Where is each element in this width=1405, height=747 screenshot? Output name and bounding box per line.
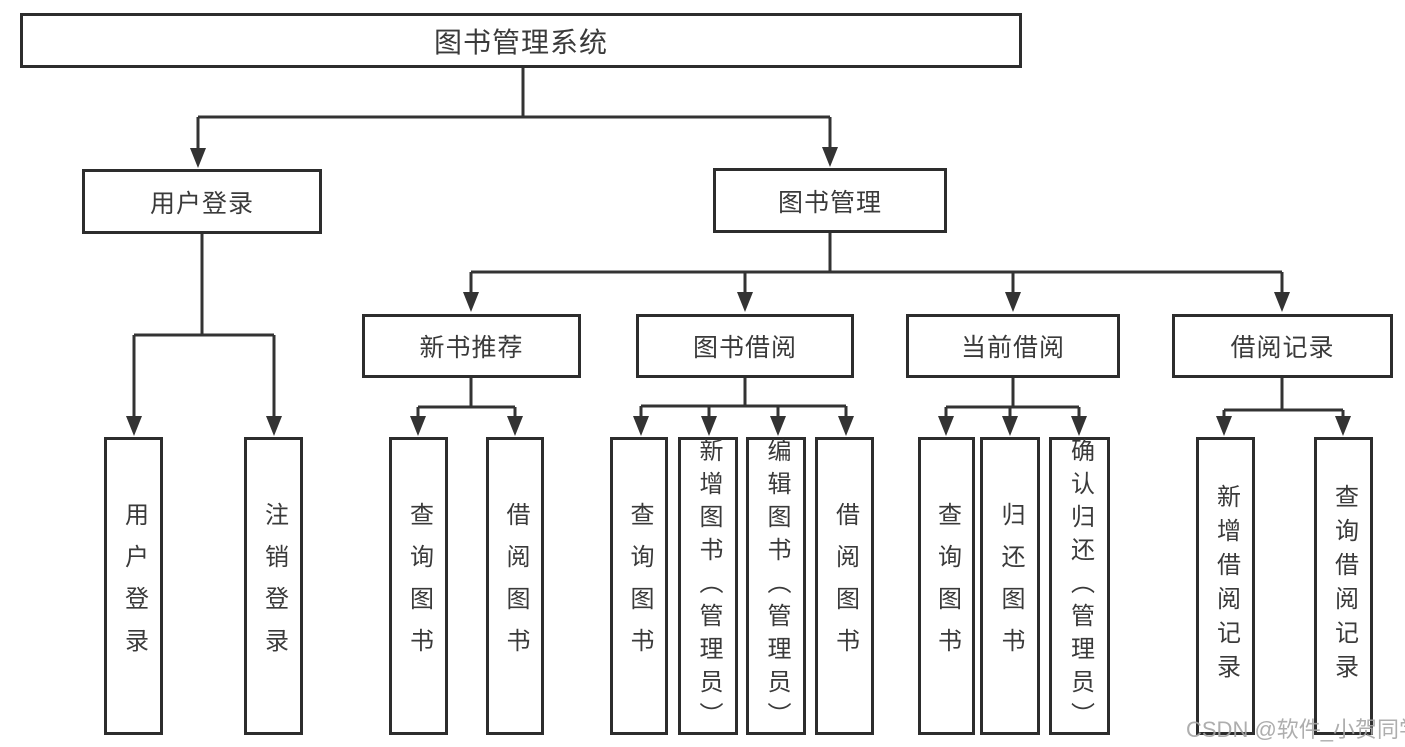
watermark: CSDN @软件_小贺同学 <box>1186 717 1405 742</box>
leaf-query-books-recommend: 查询图书 <box>389 437 448 735</box>
connector-borrow-to-leaves <box>639 378 848 422</box>
leaf-add-book-admin: 新增图书（管理员） <box>678 437 738 735</box>
connector-records-to-leaves <box>1222 378 1345 422</box>
leaf-add-borrow-record: 新增借阅记录 <box>1196 437 1255 735</box>
node-label: 用户登录 <box>149 189 254 218</box>
connector-root-to-level2 <box>196 68 832 152</box>
node-label: 图书管理系统 <box>433 26 608 58</box>
node-label: 借阅记录 <box>1230 334 1335 362</box>
node-user-login: 用户登录 <box>82 169 322 234</box>
node-label: 注销登录 <box>260 502 288 670</box>
node-book-management: 图书管理 <box>713 168 947 233</box>
node-label: 新增借阅记录 <box>1212 484 1240 688</box>
connector-current-to-leaves <box>944 378 1081 422</box>
leaf-query-books-current: 查询图书 <box>918 437 975 735</box>
node-label: 查询借阅记录 <box>1330 484 1358 688</box>
node-borrowing-records: 借阅记录 <box>1172 314 1393 378</box>
leaf-borrow-books-recommend: 借阅图书 <box>486 437 544 735</box>
node-label: 查询图书 <box>405 502 433 670</box>
node-new-book-recommend: 新书推荐 <box>362 314 581 378</box>
connector-newbook-to-leaves <box>416 378 517 422</box>
node-label: 新增图书（管理员） <box>695 437 722 735</box>
node-library-management-system: 图书管理系统 <box>20 13 1022 68</box>
node-book-borrowing: 图书借阅 <box>636 314 854 378</box>
connector-userlogin-to-leaves <box>132 234 276 420</box>
leaf-borrow-books: 借阅图书 <box>815 437 874 735</box>
leaf-query-books-borrow: 查询图书 <box>610 437 668 735</box>
leaf-user-login: 用户登录 <box>104 437 163 735</box>
node-label: 确认归还（管理员） <box>1066 437 1094 735</box>
node-label: 归还图书 <box>997 502 1024 670</box>
leaf-confirm-return-admin: 确认归还（管理员） <box>1049 437 1110 735</box>
node-label: 借阅图书 <box>831 502 859 670</box>
arrowheads <box>126 147 1351 436</box>
node-current-borrowing: 当前借阅 <box>906 314 1120 378</box>
connector-bookmgmt-to-level3 <box>469 233 1284 298</box>
node-label: 查询图书 <box>626 502 653 670</box>
leaf-edit-book-admin: 编辑图书（管理员） <box>746 437 806 735</box>
node-label: 编辑图书（管理员） <box>763 437 790 735</box>
node-label: 图书借阅 <box>692 334 797 362</box>
leaf-query-borrow-record: 查询借阅记录 <box>1314 437 1373 735</box>
node-label: 查询图书 <box>933 502 961 670</box>
node-label: 当前借阅 <box>960 334 1065 362</box>
node-label: 新书推荐 <box>419 334 524 362</box>
node-label: 用户登录 <box>120 502 148 670</box>
leaf-return-books: 归还图书 <box>980 437 1040 735</box>
leaf-logout: 注销登录 <box>244 437 303 735</box>
node-label: 图书管理 <box>777 188 882 217</box>
node-label: 借阅图书 <box>502 502 529 670</box>
